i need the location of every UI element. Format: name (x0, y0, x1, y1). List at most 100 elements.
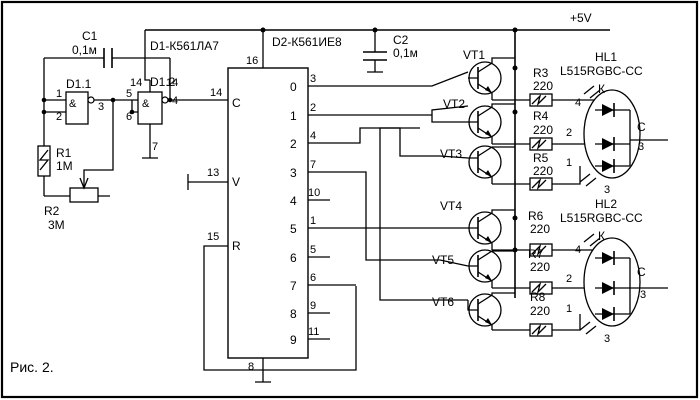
hl2-c: С (637, 265, 646, 279)
r8-ref: R8 (530, 290, 546, 304)
pin-out-5: 5 (310, 244, 316, 256)
pin-d2-15: 15 (207, 231, 219, 243)
pin-out-2: 2 (310, 102, 316, 114)
c2-capacitor: C2 0,1м (363, 30, 418, 73)
vt2: VT2 (443, 97, 515, 144)
pin-out-10: 10 (308, 187, 320, 199)
pin-out-9: 9 (310, 300, 316, 312)
d2-q4: 4 (290, 194, 297, 208)
pin-out-1: 1 (310, 215, 316, 227)
d2-q0: 0 (290, 80, 297, 94)
vt3: VT3 (440, 145, 515, 184)
r6-ref: R6 (528, 209, 544, 223)
c1-ref: C1 (82, 29, 98, 43)
pin-d1-3: 3 (98, 101, 104, 113)
r7-value: 220 (530, 260, 550, 274)
pin-d1-5: 5 (126, 88, 132, 100)
d2-q5: 5 (290, 222, 297, 236)
r5-value: 220 (533, 164, 553, 178)
r2-body (69, 187, 99, 203)
d1-section: D1-К561ЛА7 C1 0,1м & D1.1 1 2 3 & D1.2 5… (37, 29, 228, 232)
r7-ref: R7 (528, 247, 544, 261)
hl1-part: L515RGBC-CC (560, 64, 643, 78)
hl2-pin-4: 4 (575, 244, 581, 256)
pin-d1-1: 1 (56, 88, 62, 100)
hl2-pin-3b: 3 (604, 333, 610, 345)
pin-d1-14b: 14 (166, 77, 178, 89)
hl1-pin-1: 1 (566, 157, 572, 169)
vt5-label: VT5 (432, 253, 454, 267)
d2-input-c: C (232, 96, 241, 110)
d2-q2: 2 (290, 137, 297, 151)
d2-q6: 6 (290, 251, 297, 265)
gate-d1-1-symbol: & (69, 98, 77, 110)
vt1-label: VT1 (463, 48, 485, 62)
pin-out-7: 7 (310, 159, 316, 171)
hl2-pin-2: 2 (566, 273, 572, 285)
r2-ref: R2 (44, 204, 60, 218)
transistor-array: VT1 VT2 VT3 VT4 (432, 48, 515, 330)
vt1: VT1 (463, 48, 515, 100)
hl1-c: С (637, 120, 646, 134)
d2-q8: 8 (290, 307, 297, 321)
d2-label: D2-К561ИЕ8 (272, 35, 342, 49)
c2-ref: C2 (393, 33, 409, 47)
pin-d2-8: 8 (248, 361, 254, 373)
d2-input-v: V (232, 175, 240, 189)
pin-out-3: 3 (310, 73, 316, 85)
pin-d2-14: 14 (210, 87, 222, 99)
vt6-label: VT6 (432, 295, 454, 309)
hl2-pin-1: 1 (566, 303, 572, 315)
gate-d1-1 (65, 91, 89, 125)
d2-q1: 1 (290, 109, 297, 123)
d1-label: D1-К561ЛА7 (150, 39, 219, 53)
hl2-part: L515RGBC-CC (560, 211, 643, 225)
pin-d1-6: 6 (126, 111, 132, 123)
pin-d1-4: 4 (172, 95, 178, 107)
c1-value: 0,1м (72, 43, 97, 57)
hl2-k: К (598, 229, 605, 243)
pin-out-6: 6 (310, 272, 316, 284)
pin-d1-7: 7 (152, 141, 158, 153)
hl1-ref: HL1 (595, 50, 617, 64)
r4-ref: R4 (533, 109, 549, 123)
gate-d1-2-label: D1.2 (150, 75, 176, 89)
hl2-pin-3: 3 (640, 289, 646, 301)
gate-d1-1-label: D1.1 (66, 77, 92, 91)
hl1-k: К (598, 82, 605, 96)
gate-d1-2-symbol: & (142, 98, 150, 110)
hl1-pin-2: 2 (566, 127, 572, 139)
hl1-pin-3b: 3 (604, 184, 610, 196)
pin-out-11: 11 (308, 326, 319, 338)
pin-d2-16: 16 (246, 55, 258, 67)
r3-ref: R3 (533, 66, 549, 80)
r3-value: 220 (533, 79, 553, 93)
d2-counter: D2-К561ИЕ8 16 C 14 V 13 R 15 8 0 1 2 3 4… (187, 30, 357, 383)
pin-out-4: 4 (310, 130, 316, 142)
d2-input-r: R (232, 239, 241, 253)
vt3-label: VT3 (440, 147, 462, 161)
pin-d1-2: 2 (56, 111, 62, 123)
r5-ref: R5 (533, 151, 549, 165)
power-label: +5V (570, 11, 592, 25)
figure-caption: Рис. 2. (10, 359, 54, 375)
vt4: VT4 (440, 199, 515, 250)
hl2-ref: HL2 (595, 197, 617, 211)
d2-q7: 7 (290, 279, 297, 293)
led-hl1: HL1 L515RGBC-CC К С 4 2 1 3 3 (560, 50, 668, 196)
d2-q9: 9 (290, 333, 297, 347)
r6-value: 220 (530, 222, 550, 236)
r2-value: 3М (48, 218, 65, 232)
base-routing (330, 71, 469, 301)
r8-value: 220 (530, 304, 550, 318)
pin-d1-14a: 14 (130, 77, 142, 89)
led-hl2: HL2 L515RGBC-CC К С 4 2 1 3 3 (560, 197, 668, 345)
r1-ref: R1 (56, 146, 72, 160)
d2-body (227, 67, 309, 359)
gate-d1-2 (137, 91, 163, 125)
r4-value: 220 (533, 123, 553, 137)
power-rail: +5V (145, 11, 610, 298)
